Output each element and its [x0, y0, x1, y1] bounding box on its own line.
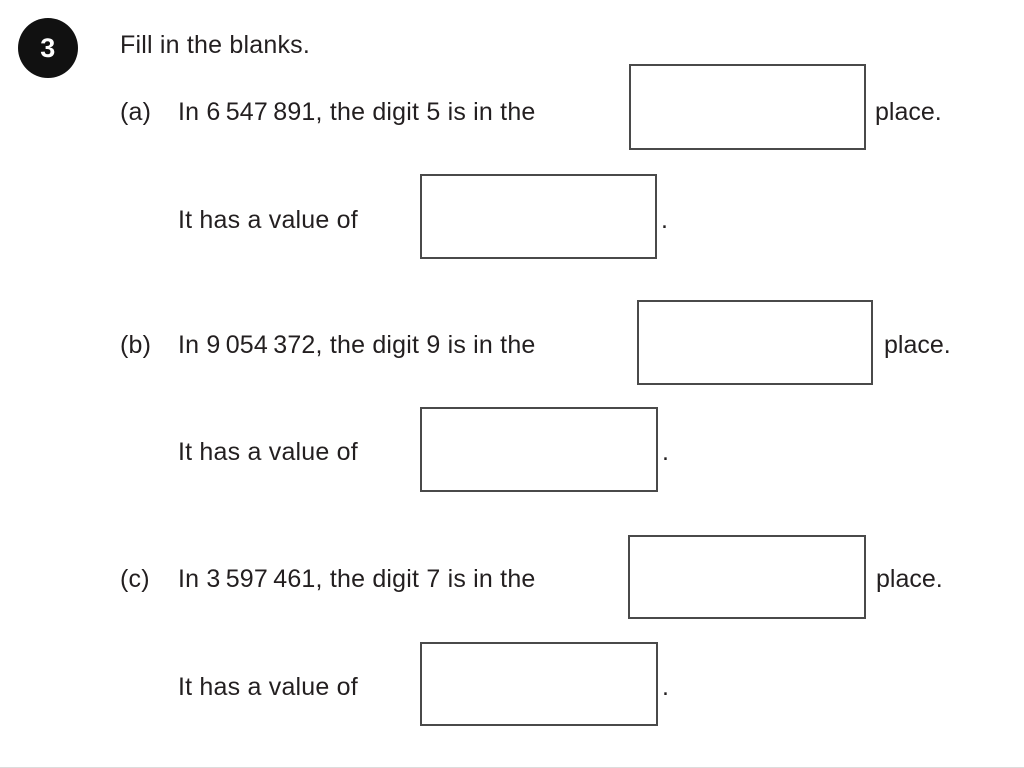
answer-box-place-a[interactable] — [629, 64, 866, 150]
value-period-a: . — [661, 206, 668, 234]
question-instruction: Fill in the blanks. — [120, 31, 310, 59]
question-number-badge: 3 — [18, 18, 78, 78]
value-prompt-b: It has a value of — [178, 438, 358, 466]
part-sentence-c: In 3 597 461, the digit 7 is in the — [178, 565, 536, 593]
answer-box-value-c[interactable] — [420, 642, 658, 726]
answer-box-place-c[interactable] — [628, 535, 866, 619]
part-label-c: (c) — [120, 565, 150, 593]
answer-box-value-a[interactable] — [420, 174, 657, 259]
value-period-c: . — [662, 673, 669, 701]
value-prompt-c: It has a value of — [178, 673, 358, 701]
answer-box-value-b[interactable] — [420, 407, 658, 492]
part-sentence-a-suffix: place. — [875, 98, 942, 126]
part-sentence-b-suffix: place. — [884, 331, 951, 359]
part-label-b: (b) — [120, 331, 152, 359]
part-sentence-c-suffix: place. — [876, 565, 943, 593]
value-prompt-a: It has a value of — [178, 206, 358, 234]
value-period-b: . — [662, 438, 669, 466]
part-label-a: (a) — [120, 98, 152, 126]
part-sentence-b: In 9 054 372, the digit 9 is in the — [178, 331, 536, 359]
part-sentence-a: In 6 547 891, the digit 5 is in the — [178, 98, 536, 126]
answer-box-place-b[interactable] — [637, 300, 873, 385]
